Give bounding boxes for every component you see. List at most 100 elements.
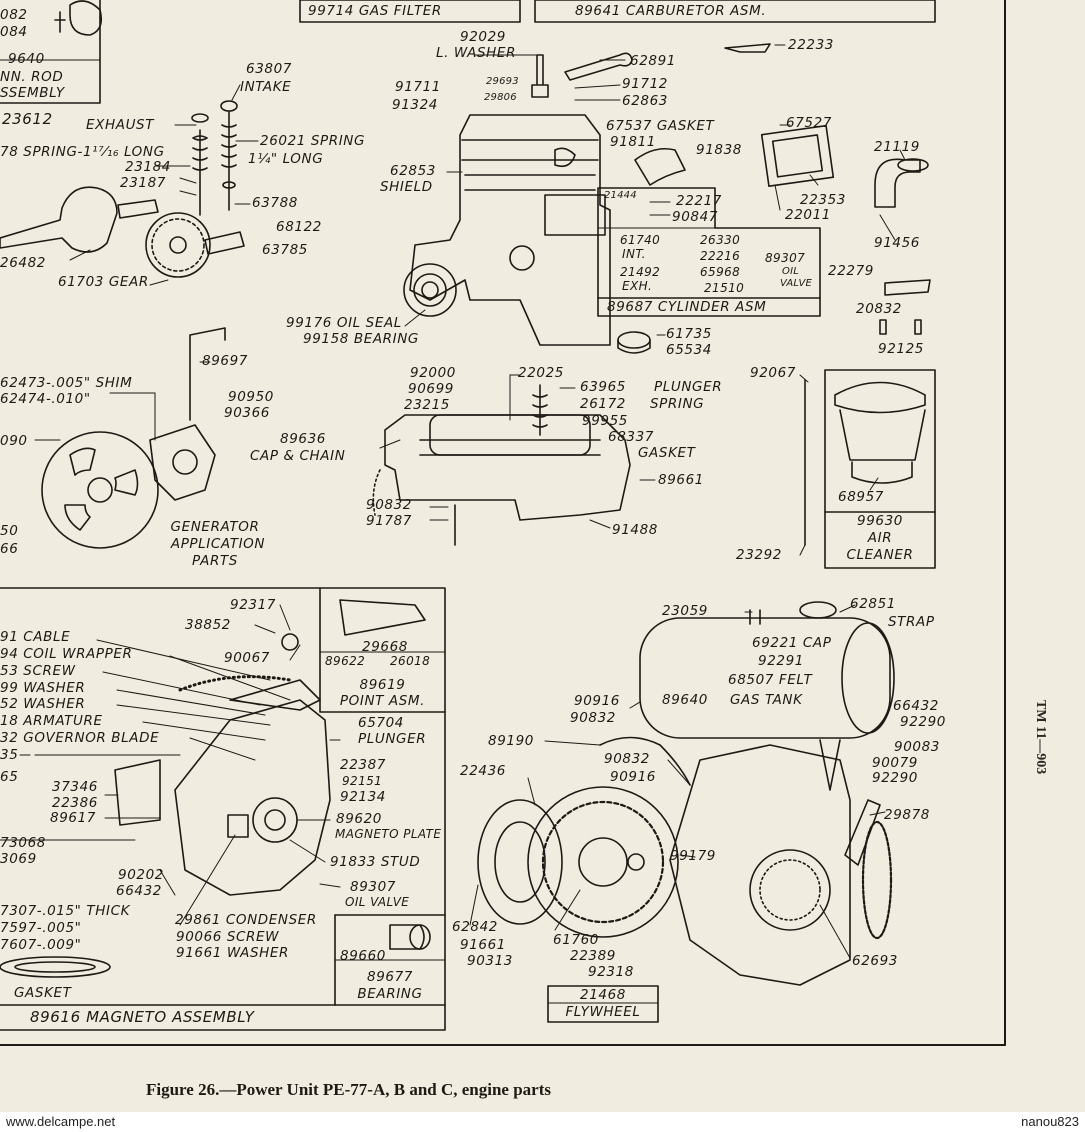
part-66432-b-label: 66432 bbox=[893, 698, 939, 714]
long-label: 1¼" LONG bbox=[248, 151, 324, 167]
part-89661-label: 89661 bbox=[658, 472, 704, 488]
cap-chain-label: CAP & CHAIN bbox=[250, 448, 346, 464]
part-91488-label: 91488 bbox=[612, 522, 658, 538]
part-26172-label: 26172 bbox=[580, 396, 626, 412]
part-89307-top-label: 89307 bbox=[765, 251, 806, 265]
spring-26021-label: 26021 SPRING bbox=[260, 133, 366, 149]
part-62842-label: 62842 bbox=[452, 919, 498, 935]
magneto-assembly-label: 89616 MAGNETO ASSEMBLY bbox=[30, 1008, 255, 1026]
part-62853-label: 62853 bbox=[390, 163, 436, 179]
part-35-label: 35 bbox=[0, 747, 19, 763]
flywheel-label: FLYWHEEL bbox=[565, 1004, 641, 1020]
part-65968-label: 65968 bbox=[700, 265, 741, 279]
shim-005-label: 62473-.005" SHIM bbox=[0, 375, 133, 391]
part-90366-label: 90366 bbox=[224, 405, 270, 421]
oil-valve-label: OIL VALVE bbox=[345, 895, 410, 909]
part-21444-label: 21444 bbox=[604, 190, 637, 201]
part-26330-label: 26330 bbox=[700, 233, 741, 247]
part-22011-label: 22011 bbox=[785, 207, 831, 223]
part-63785-label: 63785 bbox=[262, 242, 308, 258]
part-90699-label: 90699 bbox=[408, 381, 454, 397]
figure-caption: Figure 26.—Power Unit PE-77-A, B and C, … bbox=[146, 1080, 552, 1099]
part-99630-label: 99630 bbox=[857, 513, 903, 529]
part-92029-label: 92029 bbox=[460, 29, 506, 45]
intake-label: INTAKE bbox=[240, 79, 292, 95]
part-3069-label: 3069 bbox=[0, 851, 37, 867]
part-90847-label: 90847 bbox=[672, 209, 718, 225]
part-99179-label: 99179 bbox=[670, 848, 716, 864]
part-38852-label: 38852 bbox=[185, 617, 231, 633]
part-68122-label: 68122 bbox=[276, 219, 322, 235]
plunger-label: PLUNGER bbox=[654, 379, 723, 395]
part-62891-label: 62891 bbox=[630, 53, 676, 69]
gasket-b-label: GASKET bbox=[14, 985, 72, 1001]
part-92151-label: 92151 bbox=[342, 774, 383, 788]
part-89622-label: 89622 bbox=[325, 654, 366, 668]
washer-2-label: 52 WASHER bbox=[0, 696, 86, 712]
part-50-label: 50 bbox=[0, 523, 19, 539]
shield-label: SHIELD bbox=[380, 179, 433, 195]
part-61735-label: 61735 bbox=[666, 326, 712, 342]
part-92318-label: 92318 bbox=[588, 964, 634, 980]
part-29806-label: 29806 bbox=[484, 92, 517, 103]
part-61760-label: 61760 bbox=[553, 932, 599, 948]
point-asm-label: POINT ASM. bbox=[339, 693, 426, 709]
washer-1-label: 99 WASHER bbox=[0, 680, 86, 696]
part-22025-label: 22025 bbox=[518, 365, 564, 381]
strap-label: STRAP bbox=[888, 614, 935, 630]
tm-code: TM 11—903 bbox=[1033, 700, 1048, 775]
part-65534-label: 65534 bbox=[666, 342, 712, 358]
part-66432-a-label: 66432 bbox=[116, 883, 162, 899]
armature-label: 18 ARMATURE bbox=[0, 713, 103, 729]
part-89677-label: 89677 bbox=[367, 969, 413, 985]
shim-010-label: 62474-.010" bbox=[0, 391, 91, 407]
cable-label: 91 CABLE bbox=[0, 629, 71, 645]
coil-wrapper-label: 94 COIL WRAPPER bbox=[0, 646, 133, 662]
gasket-67537-label: 67537 GASKET bbox=[606, 118, 715, 134]
part-90916-a-label: 90916 bbox=[574, 693, 620, 709]
conn-rod-label: NN. ROD bbox=[0, 69, 64, 85]
part-21468-label: 21468 bbox=[580, 987, 626, 1003]
bearing-99158-label: 99158 BEARING bbox=[303, 331, 419, 347]
part-26482-label: 26482 bbox=[0, 255, 46, 271]
part-084-label: 084 bbox=[0, 24, 28, 40]
part-68337-label: 68337 bbox=[608, 429, 654, 445]
parts-label: PARTS bbox=[192, 553, 238, 569]
gear-61703-label: 61703 GEAR bbox=[58, 274, 149, 290]
part-90083-label: 90083 bbox=[894, 739, 940, 755]
part-21492-label: 21492 bbox=[620, 265, 661, 279]
part-89660-label: 89660 bbox=[340, 948, 386, 964]
part-29878-label: 29878 bbox=[884, 807, 930, 823]
part-21510-label: 21510 bbox=[704, 281, 745, 295]
part-23292-label: 23292 bbox=[736, 547, 782, 563]
application-label: APPLICATION bbox=[170, 536, 266, 552]
part-89617-label: 89617 bbox=[50, 810, 96, 826]
part-90950-label: 90950 bbox=[228, 389, 274, 405]
part-92067-label: 92067 bbox=[750, 365, 796, 381]
part-63788-label: 63788 bbox=[252, 195, 298, 211]
part-91711-label: 91711 bbox=[395, 79, 441, 95]
part-20832-label: 20832 bbox=[856, 301, 902, 317]
part-29693-label: 29693 bbox=[486, 76, 519, 87]
screw-label: 53 SCREW bbox=[0, 663, 76, 679]
part-61740-label: 61740 bbox=[620, 233, 661, 247]
part-90832-b-label: 90832 bbox=[570, 710, 616, 726]
plunger-2-label: PLUNGER bbox=[358, 731, 427, 747]
part-89697-label: 89697 bbox=[202, 353, 248, 369]
stud-label: 91833 STUD bbox=[330, 854, 421, 870]
governor-blade-label: 32 GOVERNOR BLADE bbox=[0, 730, 160, 746]
assembly-label: SSEMBLY bbox=[0, 85, 65, 101]
part-90202-label: 90202 bbox=[118, 867, 164, 883]
part-90916-b-label: 90916 bbox=[610, 769, 656, 785]
cleaner-label: CLEANER bbox=[846, 547, 914, 563]
l-washer-label: L. WASHER bbox=[436, 45, 517, 61]
part-67527-label: 67527 bbox=[786, 115, 832, 131]
part-90079-label: 90079 bbox=[872, 755, 918, 771]
air-label: AIR bbox=[867, 530, 893, 546]
point-asm-number-label: 89619 bbox=[359, 677, 406, 693]
part-63807-label: 63807 bbox=[246, 61, 292, 77]
part-92125-label: 92125 bbox=[878, 341, 924, 357]
part-92317-label: 92317 bbox=[230, 597, 276, 613]
part-23184-label: 23184 bbox=[125, 159, 171, 175]
